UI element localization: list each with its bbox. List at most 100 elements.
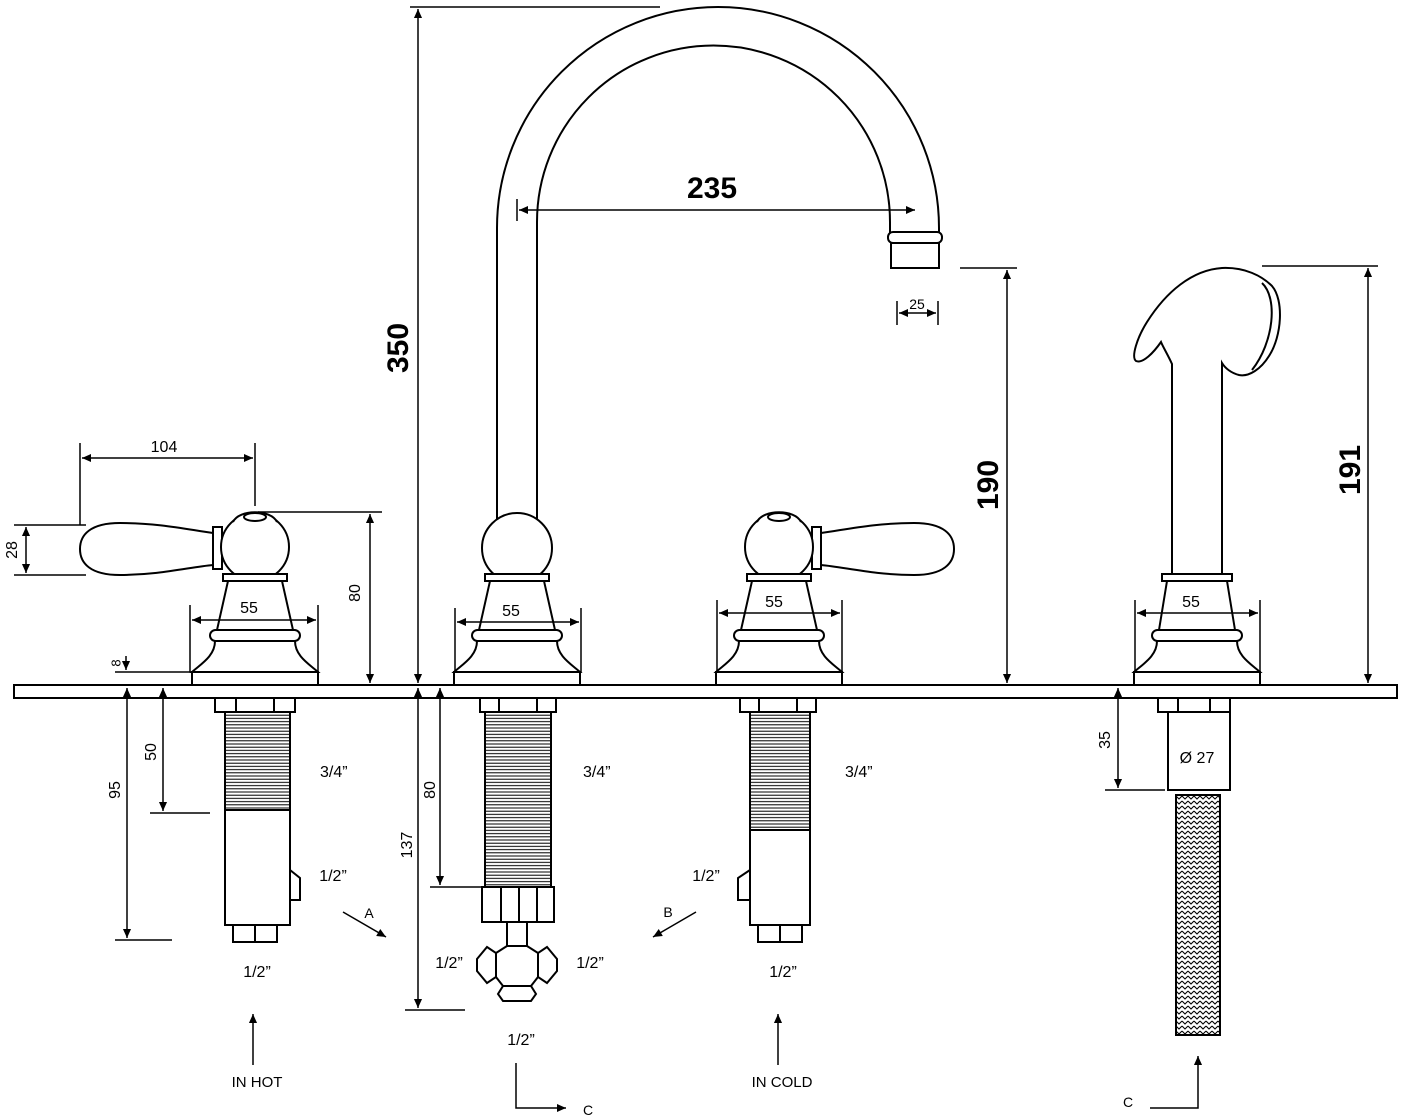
label-50: 50 xyxy=(143,743,160,761)
thread-labels: 3/4” 3/4” 3/4” 1/2” 1/2” 1/2” 1/2” 1/2” … xyxy=(243,764,872,1049)
label-b: B xyxy=(663,904,672,920)
sprayer-nut xyxy=(1157,697,1231,713)
arrow-b xyxy=(652,911,697,938)
spout-shank-thread xyxy=(484,711,552,888)
label-8: 8 xyxy=(108,659,123,666)
cold-shank xyxy=(737,697,817,943)
cold-valve-cap-top xyxy=(767,512,791,522)
label-235: 235 xyxy=(687,172,737,205)
label-25: 25 xyxy=(909,296,925,312)
cold-shank-thread xyxy=(749,711,811,831)
hot-valve-cap-top xyxy=(243,512,267,522)
hot-shank-thread xyxy=(224,711,291,811)
label-80-handle: 80 xyxy=(347,584,364,602)
spout-flange xyxy=(451,640,583,673)
label-cold-inlet-thread: 1/2” xyxy=(769,964,797,981)
hot-valve-base xyxy=(191,671,319,686)
spout-collar xyxy=(484,573,550,582)
label-spout-left-thread: 1/2” xyxy=(435,955,463,972)
dimension-labels: 350 235 25 190 191 104 28 80 55 55 55 55… xyxy=(4,172,1367,858)
cold-valve-hub xyxy=(744,512,814,582)
tee-left-cap xyxy=(476,945,497,985)
spout-mount xyxy=(451,512,583,686)
flow-labels: A B IN HOT IN COLD C C xyxy=(232,904,1133,1118)
cold-lever-handle xyxy=(820,521,956,577)
label-spout-bottom-thread: 1/2” xyxy=(507,1032,535,1049)
hot-valve-ring xyxy=(209,629,301,642)
tee-bottom-cap xyxy=(496,985,538,1002)
cold-side-outlet xyxy=(737,868,751,901)
label-95: 95 xyxy=(107,781,124,799)
label-hot-inlet-thread: 1/2” xyxy=(243,964,271,981)
spout xyxy=(496,6,943,524)
spout-inner-edge xyxy=(536,44,891,524)
sprayer-shank xyxy=(1157,697,1231,1036)
label-137: 137 xyxy=(399,832,416,859)
hot-valve-hub xyxy=(220,512,290,582)
label-35: 35 xyxy=(1097,731,1114,749)
sprayer xyxy=(1131,266,1281,686)
spout-nut xyxy=(479,697,557,713)
spout-ring xyxy=(471,629,563,642)
label-hot-outlet-thread: 1/2” xyxy=(319,868,347,885)
sprayer-collar xyxy=(1161,573,1233,582)
dimension-lines xyxy=(14,6,1378,1011)
sprayer-flange xyxy=(1131,640,1263,673)
label-cold-shank-thread: 3/4” xyxy=(845,764,873,781)
hot-nut xyxy=(214,697,296,713)
label-191: 191 xyxy=(1334,445,1367,495)
label-spout-shank-thread: 3/4” xyxy=(583,764,611,781)
spout-base xyxy=(453,671,581,686)
sprayer-hose xyxy=(1175,794,1221,1036)
flow-arrows xyxy=(248,911,1203,1113)
hot-valve xyxy=(78,511,321,686)
cold-valve-base xyxy=(715,671,843,686)
tee-edge xyxy=(495,945,508,954)
label-80-spout: 80 xyxy=(422,781,439,799)
hot-valve-collar xyxy=(222,573,288,582)
hot-side-outlet xyxy=(289,867,301,901)
hot-shank xyxy=(214,697,301,943)
label-28: 28 xyxy=(4,541,21,559)
tee-right-cap xyxy=(537,945,558,985)
label-104: 104 xyxy=(151,439,178,456)
cold-nut xyxy=(739,697,817,713)
label-a: A xyxy=(364,905,374,921)
label-cold-outlet-thread: 1/2” xyxy=(692,868,720,885)
arrow-a xyxy=(342,911,387,938)
hot-valve-flange xyxy=(189,640,321,673)
label-diameter-27: Ø 27 xyxy=(1180,750,1215,767)
tee-neck xyxy=(506,921,528,947)
label-in-cold: IN COLD xyxy=(752,1074,813,1091)
sprayer-face-edge xyxy=(1251,282,1273,371)
sprayer-shank-body xyxy=(1167,711,1231,791)
cold-valve-ring xyxy=(733,629,825,642)
sprayer-base xyxy=(1131,573,1263,686)
tee-edge xyxy=(526,945,539,954)
tee-edge xyxy=(530,976,539,987)
label-350: 350 xyxy=(382,323,415,373)
sprayer-ring xyxy=(1151,629,1243,642)
cold-valve-collar xyxy=(746,573,812,582)
deck-plate xyxy=(13,684,1398,699)
label-190: 190 xyxy=(972,460,1005,510)
sprayer-head xyxy=(1133,266,1281,574)
spout-outer-edge xyxy=(496,6,940,524)
label-55-sprayer: 55 xyxy=(1182,594,1200,611)
label-c-spout: C xyxy=(583,1102,593,1118)
cold-valve-flange xyxy=(713,640,845,673)
cold-handle-group xyxy=(811,521,956,577)
spout-hub xyxy=(481,512,553,584)
label-spout-right-thread: 1/2” xyxy=(576,955,604,972)
label-55-hot: 55 xyxy=(240,600,258,617)
label-in-hot: IN HOT xyxy=(232,1074,283,1091)
label-hot-shank-thread: 3/4” xyxy=(320,764,348,781)
cold-valve xyxy=(713,511,956,686)
spout-shank xyxy=(476,697,558,1002)
label-55-spout: 55 xyxy=(502,603,520,620)
spout-nozzle-ring xyxy=(887,231,943,244)
hot-lever-handle xyxy=(78,521,214,577)
tee-edge xyxy=(495,976,504,987)
arrow-c-spout xyxy=(515,1063,566,1113)
